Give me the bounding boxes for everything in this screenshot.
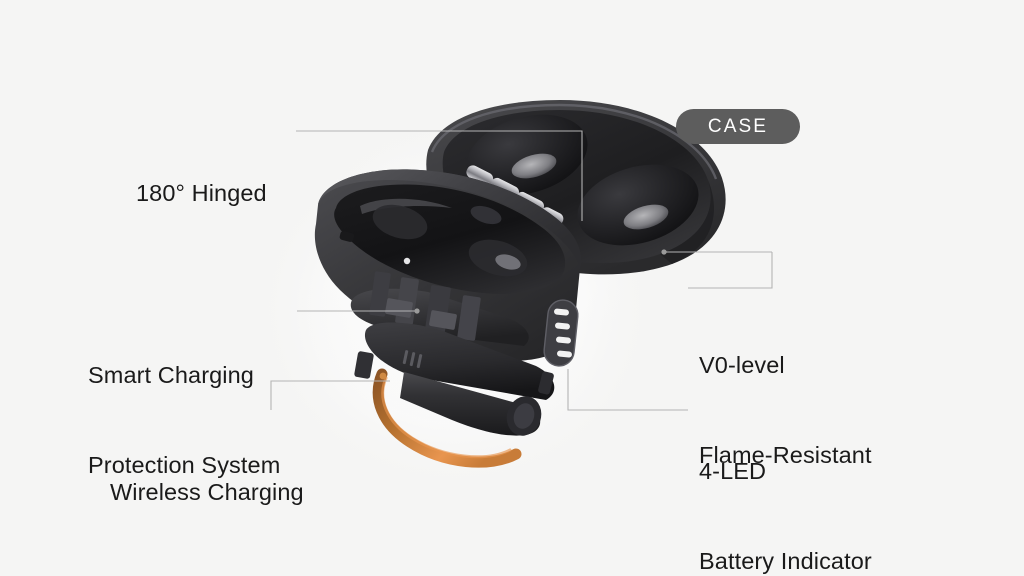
body-bud-tip-right: [495, 254, 521, 270]
callout-smart-charging: Smart Charging Protection System: [88, 300, 280, 541]
callout-flame-resistant-line2: Flame-Resistant: [699, 442, 872, 469]
callout-wireless-charging: Wireless Charging: [110, 417, 304, 567]
case-badge: CASE: [676, 109, 800, 144]
body-screw-dot: [403, 257, 411, 265]
pcb-contact-pad-1: [385, 298, 413, 318]
callout-smart-charging-line2: Protection System: [88, 452, 281, 479]
battery-cell: [400, 372, 542, 436]
chassis-grille: [402, 350, 423, 369]
lid-earbud-cavity-right: [577, 164, 699, 246]
case-badge-label: CASE: [707, 115, 769, 137]
callout-wireless-charging-line1: Wireless Charging: [110, 479, 304, 506]
pcb-contact-pad-2: [429, 310, 457, 330]
callout-hinge: 180° Hinged: [136, 118, 267, 268]
lid-earbud-seat-right: [623, 204, 669, 230]
callout-hinge-line1: 180° Hinged: [136, 180, 267, 207]
lower-chassis: [364, 322, 555, 400]
callout-smart-charging-line1: Smart Charging: [88, 362, 254, 389]
callout-flame-resistant: V0-level Flame-Resistant: [699, 290, 872, 531]
chassis-part-right: [538, 371, 554, 395]
body-side-slot: [339, 231, 355, 242]
chassis-part-left: [354, 351, 374, 379]
callout-battery-indicator-line1: 4-LED: [699, 458, 767, 485]
pcb-rib-4: [457, 295, 481, 341]
led-2: [555, 322, 570, 330]
led-1: [554, 308, 569, 316]
callout-battery-indicator-line2: Battery Indicator: [699, 548, 872, 575]
callout-flame-resistant-line1: V0-level: [699, 352, 785, 379]
lid-rim-highlight: [430, 103, 718, 180]
led-indicator-module: [543, 299, 579, 367]
lid-shadow-edge: [660, 180, 714, 264]
pcb-rib-1: [369, 271, 391, 317]
led-4: [557, 350, 572, 358]
led-3: [556, 336, 571, 344]
callout-battery-indicator: 4-LED Battery Indicator: [699, 396, 872, 576]
internal-chassis: [350, 271, 555, 436]
